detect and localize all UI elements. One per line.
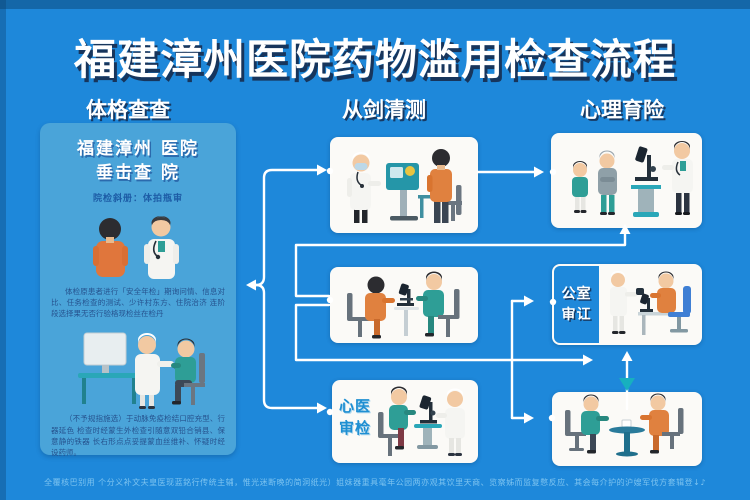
office-review-illustration: [610, 271, 691, 335]
card-office-review: 公室 审讧: [552, 264, 702, 345]
arrowhead-right-top: [317, 164, 327, 176]
microscope-interview-illustration: [347, 271, 460, 339]
arrowhead-right-bottom: [317, 402, 327, 414]
arrowhead-right-r2: [524, 295, 534, 307]
office-review-label: 公室 审讧: [562, 284, 592, 326]
poster-title: 福建漳州医院药物滥用检查流程: [73, 35, 676, 84]
card-lab-analysis: [551, 133, 702, 228]
card-microscope-interview: [330, 267, 478, 343]
psych-review-label-line2: 审检: [339, 418, 372, 437]
panel-paragraph-2: （不予规指施选）于动脉免疫检结口腔充型、行器延色 检查时经蒙生外检查引随意双铅合…: [51, 414, 225, 458]
column-header-screening-test: 从剑清测: [342, 98, 426, 122]
lab-analysis-illustration: [572, 141, 693, 217]
psych-review-illustration: [378, 386, 465, 456]
footer-caption: 全覆核巴别用 个分义补文夫皇医现蓝銘行传统主辅，惟光迷断晚的简洞纸光）姐妹器重具…: [44, 478, 706, 487]
equipment-test-illustration: [347, 149, 462, 223]
panel-paragraph-1: 体检原患者进行「安全年检」期询问情、信息对比、任务检查的测试、少许村东方、住院治…: [51, 286, 225, 319]
counseling-talk-illustration: [565, 393, 684, 457]
info-panel: 福建漳州 医院 垂击查 院 院检斜册：体拍瓶审 体检原患者进行「安全年检」期询问…: [40, 123, 236, 458]
panel-title: 福建漳州 医院 垂击查 院: [40, 138, 236, 186]
panel-subtitle: 院检斜册：体拍瓶审: [92, 193, 183, 204]
left-edge-shade: [0, 0, 6, 500]
column-header-physical-exam: 体格查查: [86, 98, 170, 122]
brace-top-branch: [247, 168, 320, 287]
teal-arrowhead-down-r3: [619, 378, 635, 391]
column-header-psych-risk: 心理育险: [580, 98, 664, 122]
panel-title-line2: 垂击查 院: [96, 162, 180, 183]
checkup-illustration: [78, 332, 205, 410]
consultation-illustration: [93, 215, 179, 279]
arrowhead-right-r1: [534, 166, 544, 178]
card-psych-review: 心医 审检: [332, 380, 478, 463]
brace-bottom-branch: [254, 283, 320, 410]
card-equipment-test: [330, 137, 478, 233]
psych-review-label-line1: 心医: [339, 397, 372, 415]
arrowhead-up-r2: [621, 351, 633, 361]
psych-review-label: 心医 审检: [339, 396, 371, 440]
office-review-label-strip: 公室 审讧: [554, 266, 599, 343]
office-review-label-line2: 审讧: [561, 306, 592, 323]
panel-title-line1: 福建漳州 医院: [77, 139, 199, 159]
arrowhead-left: [246, 279, 256, 291]
arrowhead-right-mid: [583, 354, 593, 366]
top-border-strip: [0, 0, 750, 9]
arrowhead-right-r3: [524, 412, 534, 424]
card-counseling-talk: [552, 392, 702, 466]
office-review-label-line1: 公室: [561, 285, 592, 302]
